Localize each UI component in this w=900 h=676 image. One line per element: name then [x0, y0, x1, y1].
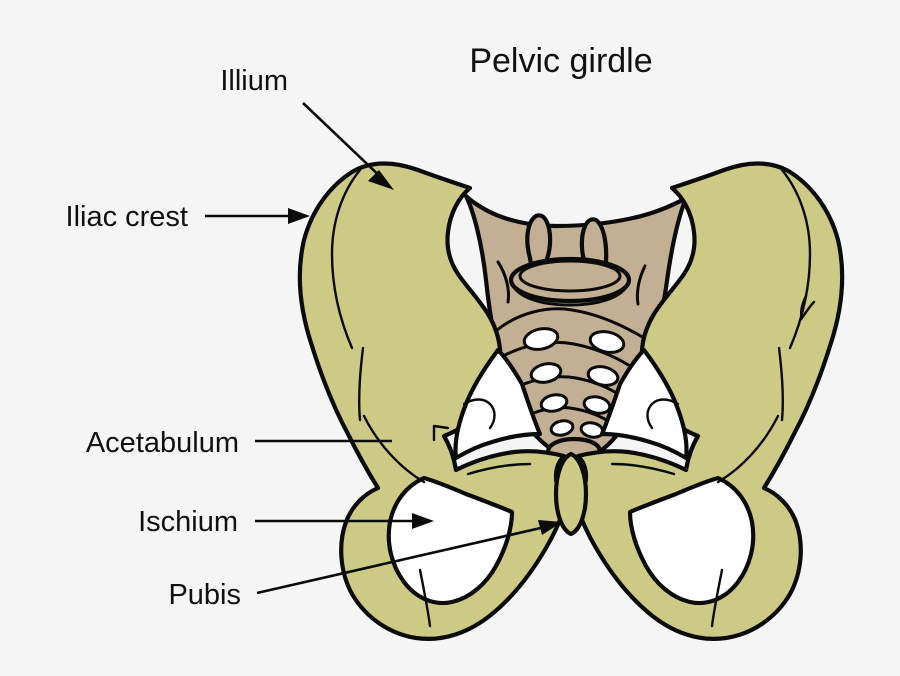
left-superior-pubic-ramus-line: [466, 462, 532, 476]
leader-line-illium: [302, 102, 386, 182]
label-pubis: Pubis: [168, 579, 241, 611]
annotation-iliac-crest: Iliac crest: [66, 201, 310, 233]
label-acetabulum: Acetabulum: [86, 427, 239, 459]
annotation-acetabulum: Acetabulum: [86, 427, 392, 459]
annotation-ischium: Ischium: [138, 506, 434, 538]
right-hip-bone-group: [573, 161, 845, 641]
right-ilium-body-line: [716, 414, 780, 484]
sacral-foramen-right-1: [588, 330, 626, 354]
sacrum-left-margin-line: [496, 260, 510, 304]
leader-arrowhead-illium: [368, 170, 394, 190]
right-ischial-spine: [646, 398, 680, 430]
sacral-foramen-left-2: [529, 362, 563, 384]
annotation-illium: Illium: [220, 65, 394, 190]
sacral-promontory-inner: [518, 259, 622, 293]
right-ischium-ramus-line: [710, 568, 724, 628]
right-iliac-crest-line: [780, 168, 812, 350]
leader-arrowhead-pubis: [538, 520, 562, 535]
left-iliac-crest-line: [330, 168, 362, 350]
right-superior-pubic-ramus-line: [610, 462, 676, 476]
diagram-title: Pelvic girdle: [469, 42, 652, 80]
right-ilium-fossa-line: [777, 346, 784, 422]
sacrum-right-margin-line: [635, 264, 647, 306]
left-ilium-body-line: [362, 414, 426, 484]
sacral-promontory-outer: [508, 256, 632, 304]
leader-arrowhead-ischium: [412, 513, 434, 529]
sacral-foramen-left-1: [522, 327, 560, 351]
left-ischium-ramus-line: [418, 568, 432, 628]
label-ischium: Ischium: [138, 506, 238, 538]
sacral-foramen-left-3: [539, 393, 569, 413]
pubic-symphysis: [553, 451, 589, 537]
annotation-pubis: Pubis: [168, 520, 562, 611]
label-iliac-crest: Iliac crest: [66, 201, 188, 233]
sacral-promontory-rim: [510, 282, 630, 307]
sacral-ridge-1: [495, 307, 646, 340]
right-ilium-crest-notch: [800, 294, 816, 321]
left-acetabulum-notch-mark: [432, 424, 450, 442]
label-illium: Illium: [220, 65, 288, 97]
annotations-layer: Illium Iliac crest Acetabulum Ischium: [66, 65, 562, 611]
left-ilium-fossa-line: [358, 346, 365, 422]
sacral-foramen-right-2: [586, 365, 620, 387]
leader-line-pubis: [256, 525, 546, 595]
sacral-foramen-left-4: [549, 419, 575, 437]
leader-arrowhead-iliac-crest: [288, 208, 310, 224]
left-ischial-spine: [462, 398, 496, 430]
